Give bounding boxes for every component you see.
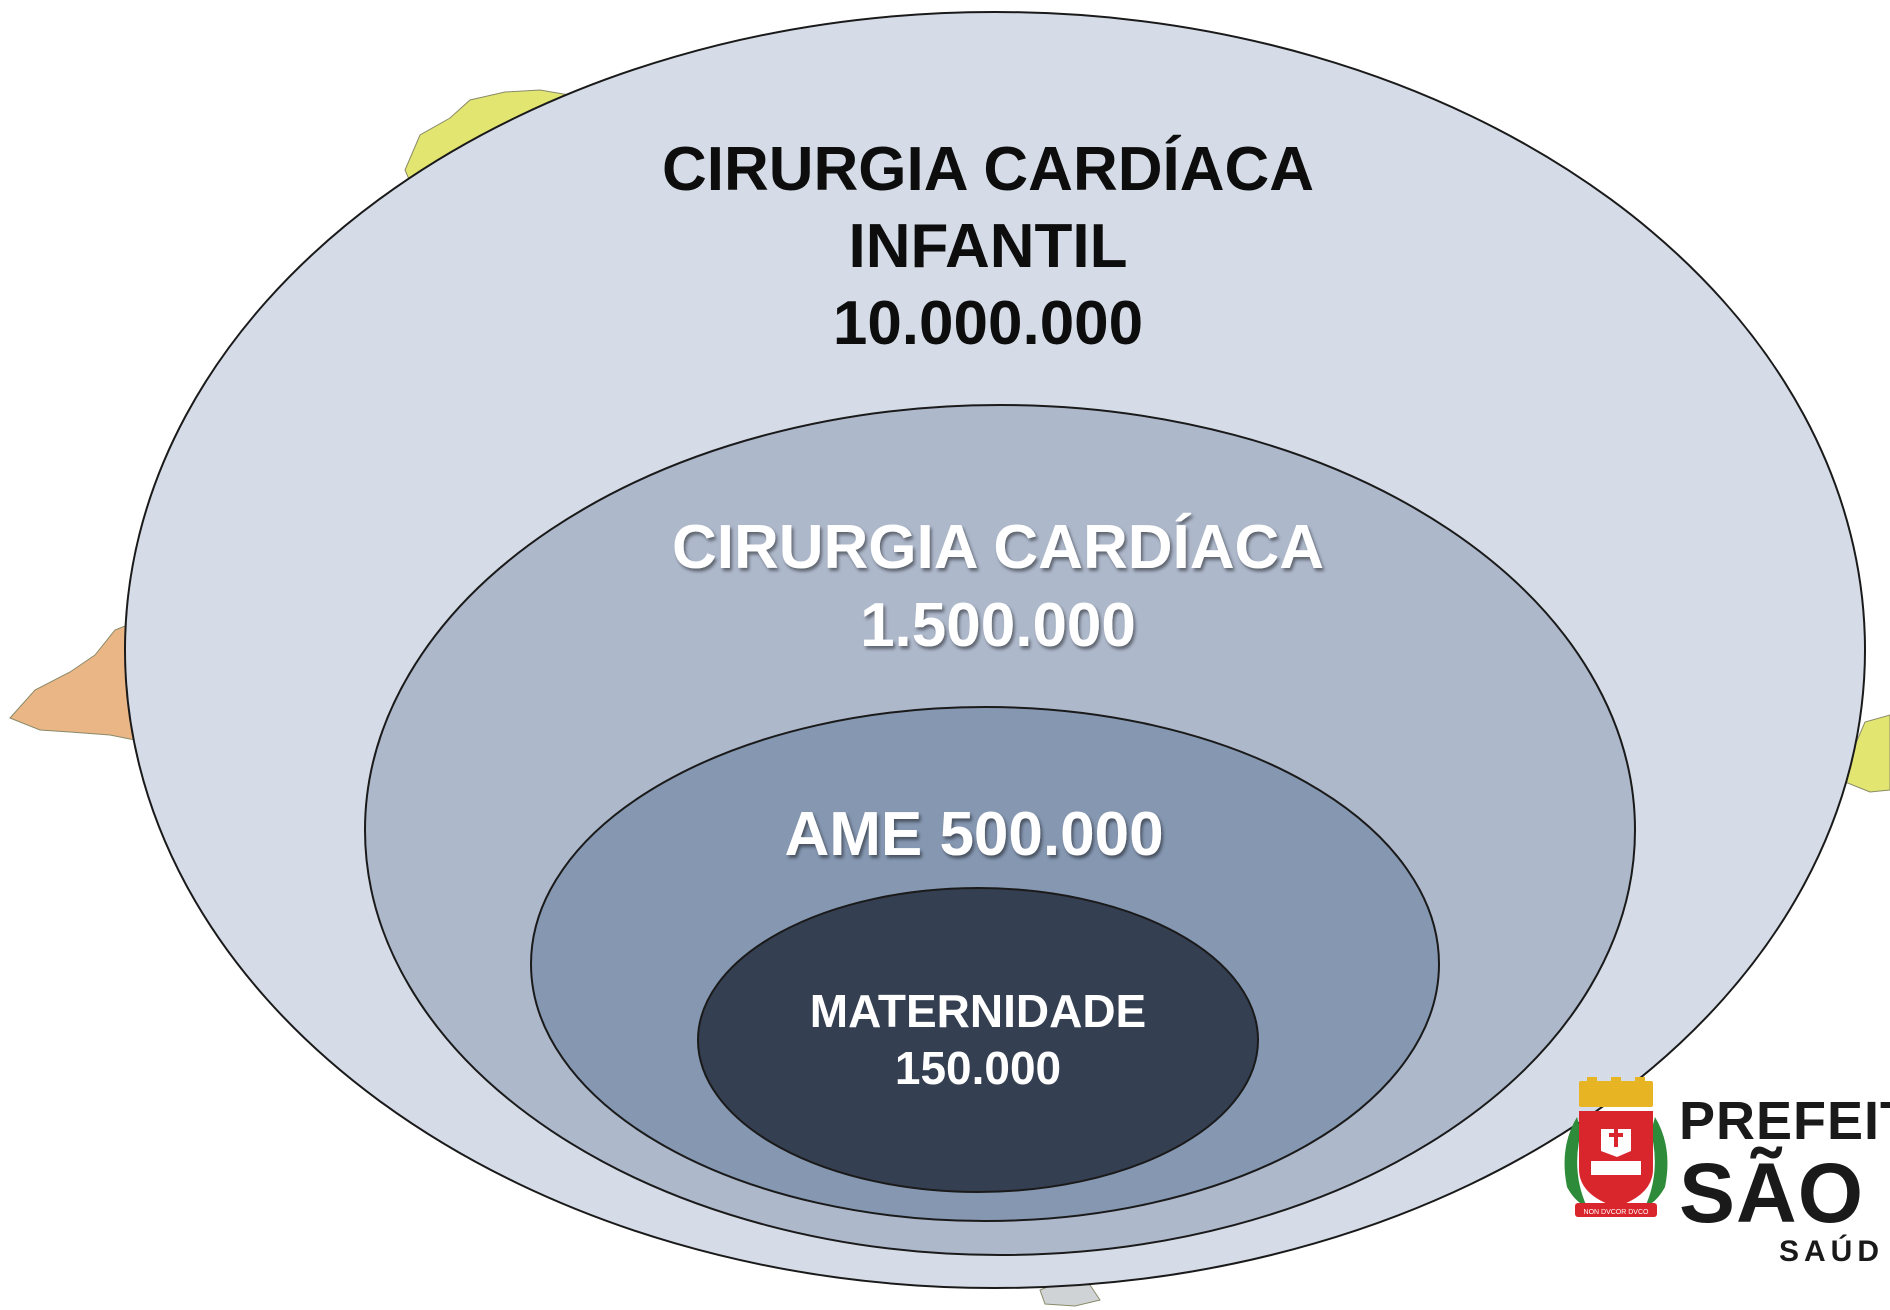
ellipse-labels: CIRURGIA CARDÍACAINFANTIL10.000.000CIRUR… [662,135,1324,1094]
label-third-line-1: AME 500.000 [784,800,1163,869]
label-second-line-2: 1.500.000 [860,591,1136,660]
label-outer-line-1: CIRURGIA CARDÍACA [662,135,1314,204]
city-coat-of-arms-icon: NON DVCOR DVCO [1564,1077,1668,1217]
map-region-green-right [1839,714,1890,793]
logo-line-saude: SAÚD [1779,1235,1885,1268]
prefeitura-wordmark: PREFEIT SÃO P SAÚD [1679,1091,1890,1269]
label-inner-line-1: MATERNIDADE [810,985,1146,1037]
map-region-orange-left [9,619,141,741]
label-outer-line-2: INFANTIL [849,212,1128,281]
ellipse-layers [124,11,1866,1289]
label-inner-line-2: 150.000 [895,1042,1061,1094]
label-outer-line-3: 10.000.000 [833,289,1143,358]
ellipse-inner [697,887,1259,1193]
prefeitura-logo: NON DVCOR DVCO PREFEIT SÃO P SAÚD [1555,1075,1890,1310]
logo-line-prefeitura: PREFEIT [1679,1091,1890,1151]
seal-motto: NON DVCOR DVCO [1584,1209,1650,1216]
logo-line-sao-paulo: SÃO P [1679,1146,1890,1240]
label-second-line-1: CIRURGIA CARDÍACA [672,513,1324,582]
